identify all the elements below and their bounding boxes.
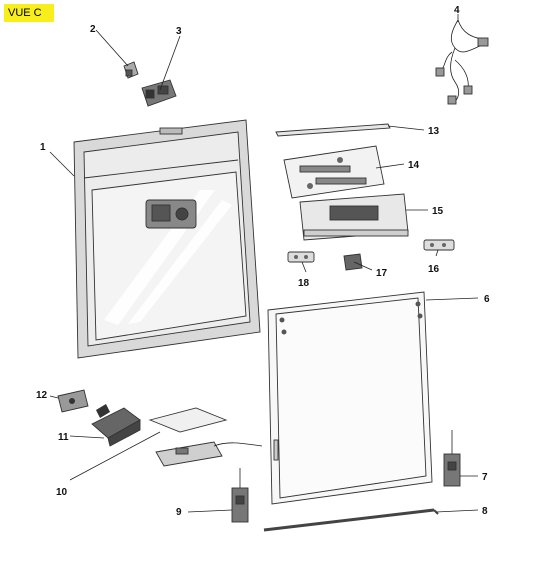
view-label: VUE C xyxy=(4,4,54,22)
callout-6: 6 xyxy=(484,294,490,305)
callout-18: 18 xyxy=(298,278,310,289)
callout-1: 1 xyxy=(40,142,46,153)
callout-7: 7 xyxy=(482,472,488,483)
callout-12: 12 xyxy=(36,390,48,401)
callout-10: 10 xyxy=(56,487,68,498)
door-lock-in-frame xyxy=(145,199,197,229)
part-15-control-housing xyxy=(299,193,409,241)
part-9-left-hinge xyxy=(231,468,249,523)
part-6-outer-door-panel xyxy=(267,291,433,505)
part-4-wiring-harness xyxy=(435,19,489,105)
callout-8: 8 xyxy=(482,506,488,517)
part-7-right-hinge xyxy=(443,430,461,487)
callout-15: 15 xyxy=(432,206,444,217)
leader-lines xyxy=(49,14,479,513)
callout-2: 2 xyxy=(90,24,96,35)
part-14-control-board xyxy=(283,145,385,199)
callout-17: 17 xyxy=(376,268,388,279)
part-3-door-lock xyxy=(141,79,177,107)
callout-13: 13 xyxy=(428,126,440,137)
callout-11: 11 xyxy=(58,432,69,443)
callout-4: 4 xyxy=(454,5,460,16)
part-16-hinge-clip xyxy=(423,239,455,251)
callout-9: 9 xyxy=(176,507,182,518)
callout-3: 3 xyxy=(176,26,182,37)
part-10-bracket-and-board xyxy=(148,407,263,467)
callout-numbers: 1 2 3 4 13 14 15 16 17 18 6 7 8 9 10 11 … xyxy=(36,5,490,518)
part-1-inner-door-frame xyxy=(73,119,261,359)
part-17-switch xyxy=(343,253,363,271)
part-18-hinge-clip xyxy=(287,251,315,263)
part-13-panel-strip xyxy=(275,123,391,137)
part-11-dispenser xyxy=(91,404,141,447)
part-8-hinge-rod xyxy=(263,508,439,532)
part-12-selector-switch xyxy=(57,389,89,413)
callout-14: 14 xyxy=(408,160,420,171)
callout-16: 16 xyxy=(428,264,440,275)
